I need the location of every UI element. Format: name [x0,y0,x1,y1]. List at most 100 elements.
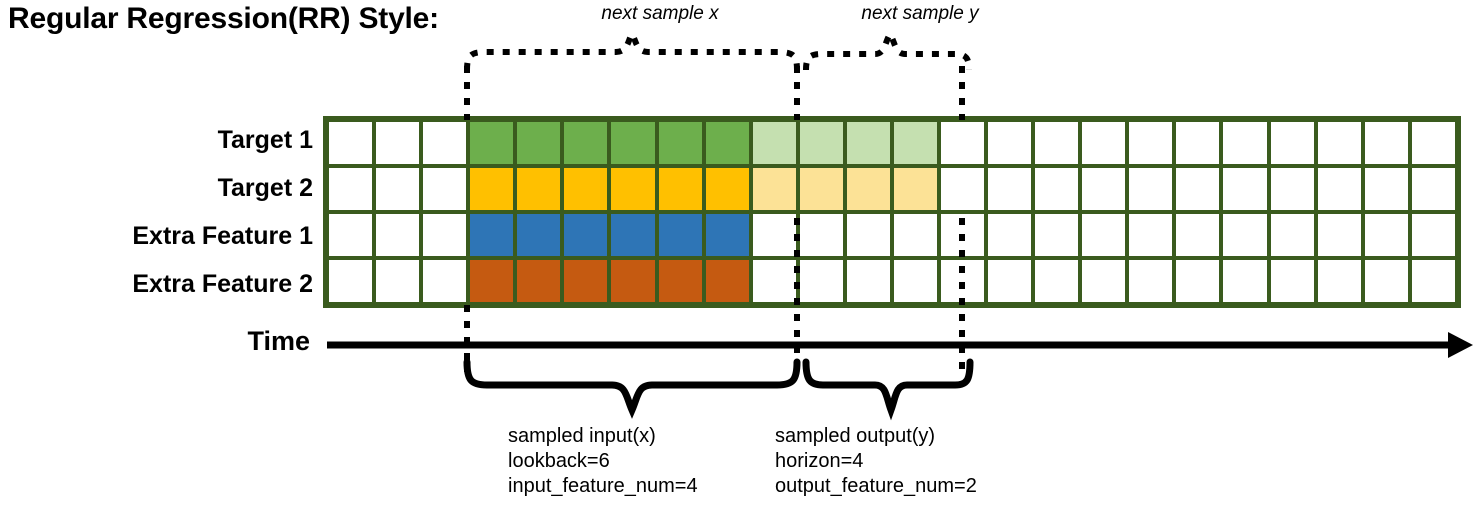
grid-cell-empty [986,258,1034,304]
grid-row [327,258,1457,304]
grid-cell-output [797,120,845,166]
grid-cell-empty [1221,120,1269,166]
row-label-extra-feature-2: Extra Feature 2 [132,270,313,298]
grid-cell-empty [939,258,987,304]
grid-cell-empty [1221,212,1269,258]
grid-cell-output [844,120,892,166]
grid-cell-empty [1127,258,1175,304]
grid-cell-input [609,258,657,304]
grid-cell-empty [1409,166,1457,212]
grid-cell-input [703,258,751,304]
grid-cell-empty [421,166,469,212]
grid-cell-empty [1315,166,1363,212]
grid-cell-empty [1127,212,1175,258]
grid-cell-empty [844,258,892,304]
grid-row [327,120,1457,166]
grid-cell-empty [797,212,845,258]
grid-cell-empty [1409,120,1457,166]
grid-cell-empty [1362,212,1410,258]
grid-cell-input [562,166,610,212]
grid-cell-output [750,120,798,166]
grid-cell-empty [1127,120,1175,166]
grid-cell-empty [797,258,845,304]
grid-cell-input [515,258,563,304]
grid-cell-empty [986,120,1034,166]
grid-cell-empty [1174,120,1222,166]
page-title: Regular Regression(RR) Style: [8,2,439,35]
grid-cell-input [703,120,751,166]
grid-cell-empty [1080,166,1128,212]
grid-cell-empty [327,258,375,304]
grid-cell-empty [1033,212,1081,258]
grid-cell-input [515,120,563,166]
grid-cell-input [703,212,751,258]
grid-cell-empty [1080,212,1128,258]
grid-cell-empty [1362,258,1410,304]
grid-cell-output [891,166,940,212]
grid-cell-empty [1315,258,1363,304]
grid-cell-output [844,166,892,212]
grid-cell-empty [327,212,375,258]
grid-cell-empty [1409,258,1457,304]
grid-cell-output [891,120,940,166]
grid-cell-empty [421,258,469,304]
grid-cell-empty [374,212,422,258]
caption-sampled-input-line2: lookback=6 [508,450,610,472]
brace-label-next-sample-y: next sample y [861,3,979,24]
time-axis-label: Time [247,326,310,356]
grid-cell-empty [374,258,422,304]
grid-cell-empty [939,166,987,212]
grid-cell-empty [750,212,798,258]
grid-cell-empty [750,258,798,304]
grid-cell-empty [1409,212,1457,258]
grid-cell-empty [891,258,940,304]
grid-cell-empty [1315,120,1363,166]
grid-cell-input [468,212,516,258]
brace-bottom-sampled-output [802,358,974,421]
grid-cell-empty [421,120,469,166]
grid-cell-empty [986,212,1034,258]
right-arrow-icon [1448,332,1473,358]
brace-top-next-sample-y [803,28,972,71]
caption-sampled-input-line1: sampled input(x) [508,425,656,447]
brace-top-next-sample-x [464,28,800,71]
grid-cell-empty [1268,212,1316,258]
caption-sampled-input: sampled input(x) lookback=6 input_featur… [508,424,698,499]
grid-cell-input [468,166,516,212]
grid-cell-empty [1174,258,1222,304]
row-label-target-1: Target 1 [217,126,313,154]
grid-cell-empty [1033,258,1081,304]
grid-cell-input [656,120,704,166]
row-label-target-2: Target 2 [217,174,313,202]
grid-cell-empty [421,212,469,258]
grid-cell-empty [327,120,375,166]
grid-cell-empty [1127,166,1175,212]
grid-cell-input [515,212,563,258]
grid-cell-input [656,212,704,258]
grid-cell-empty [891,212,940,258]
grid-cell-empty [939,120,987,166]
grid-cell-empty [327,166,375,212]
caption-sampled-output-line3: output_feature_num=2 [775,475,977,497]
grid-cell-empty [1315,212,1363,258]
caption-sampled-output: sampled output(y) horizon=4 output_featu… [775,424,977,499]
grid-cell-output [750,166,798,212]
grid-cell-input [562,258,610,304]
grid-cell-input [562,120,610,166]
grid-cell-input [609,166,657,212]
row-label-extra-feature-1: Extra Feature 1 [132,222,313,250]
grid-cell-input [468,258,516,304]
grid-cell-empty [1080,120,1128,166]
grid-cell-empty [1033,166,1081,212]
caption-sampled-output-line1: sampled output(y) [775,425,936,447]
grid-cell-empty [1362,166,1410,212]
grid-cell-empty [1221,166,1269,212]
grid-cell-empty [1080,258,1128,304]
grid-cell-empty [1033,120,1081,166]
grid-row [327,212,1457,258]
caption-sampled-output-line2: horizon=4 [775,450,864,472]
grid-cell-input [703,166,751,212]
grid-cell-empty [986,166,1034,212]
grid-cell-output [797,166,845,212]
